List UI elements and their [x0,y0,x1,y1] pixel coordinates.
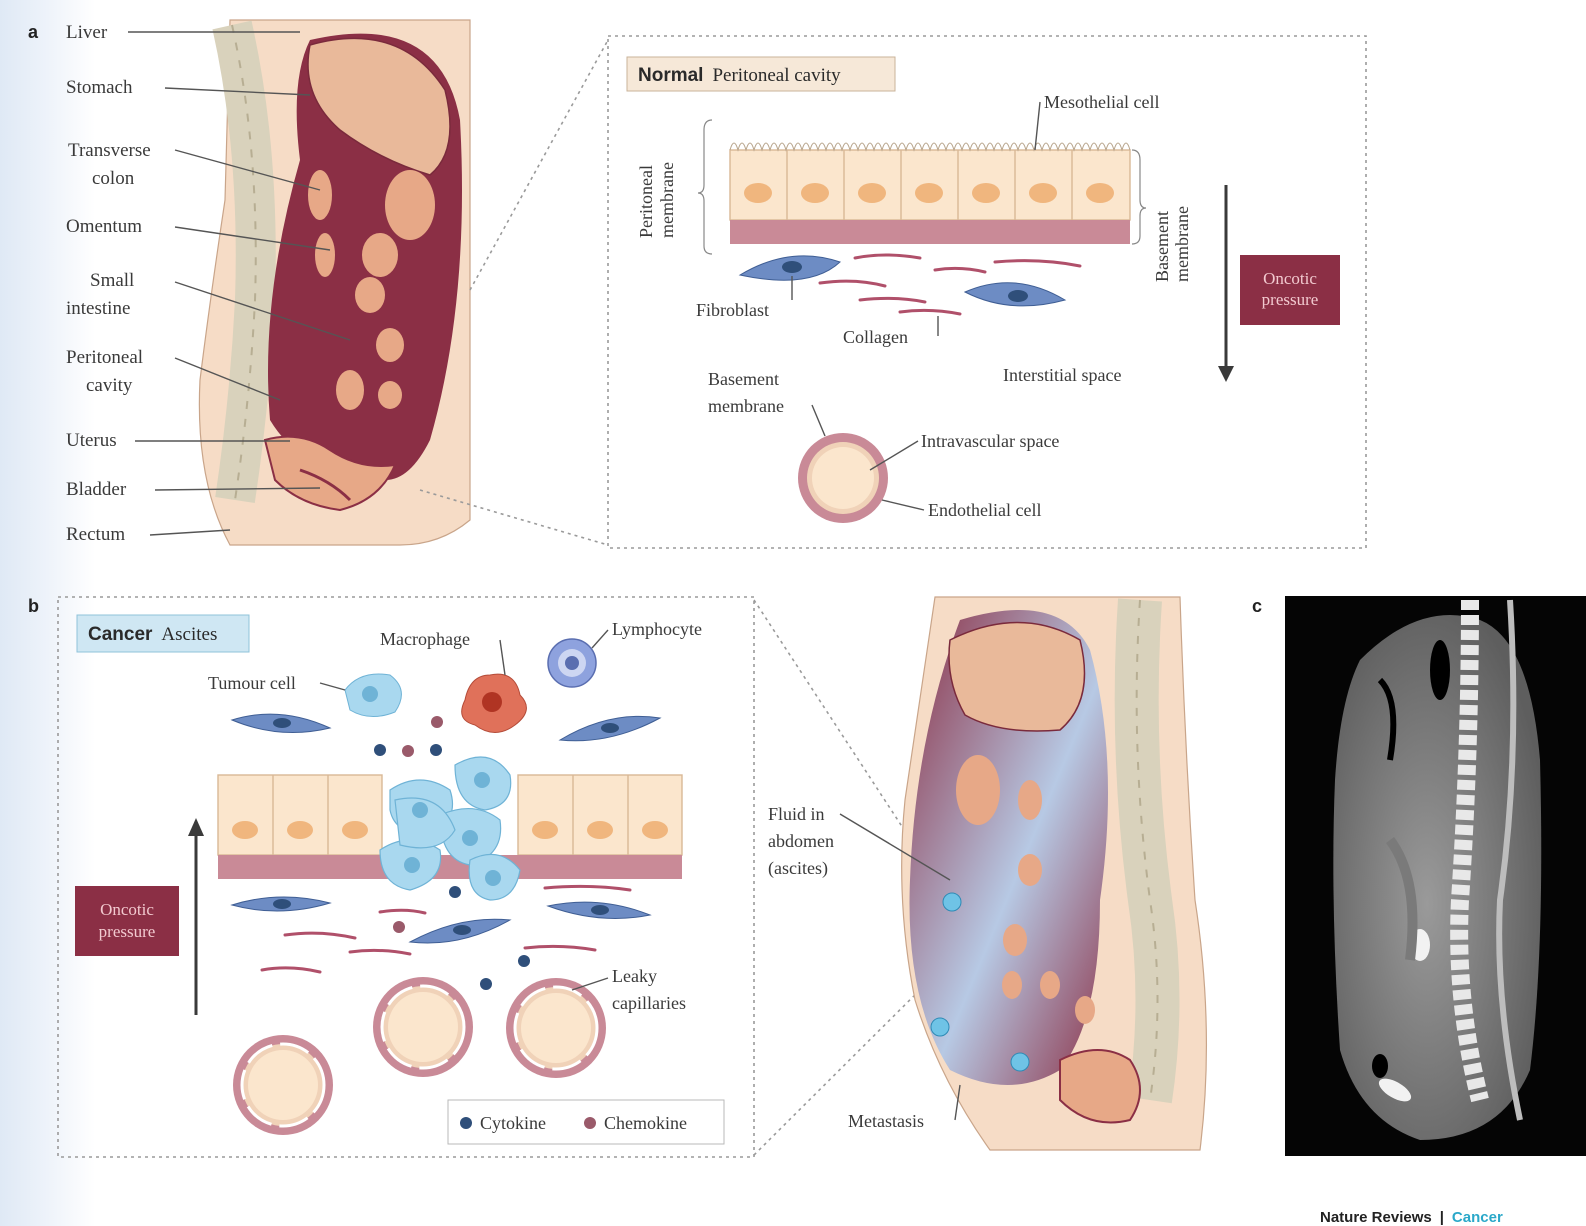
fluid-label-2: abdomen [768,831,834,851]
label-colon: colon [92,168,135,189]
metastasis-label: Metastasis [848,1111,924,1131]
label-small: Small [90,270,134,291]
leaky-capillaries-label-2: capillaries [612,993,686,1013]
panel-c-letter: c [1252,596,1262,616]
ct-scan-image [1285,596,1586,1156]
label-rectum: Rectum [66,524,125,545]
label-peritoneal: Peritoneal [66,347,143,368]
basement-membrane-label-2: membrane [708,396,784,416]
label-stomach: Stomach [66,77,133,98]
basement-membrane-bar-b [218,855,682,879]
svg-text:Oncotic: Oncotic [1263,269,1317,288]
cytokine-chemokine-legend: Cytokine Chemokine [448,1100,724,1144]
fluid-label-1: Fluid in [768,804,825,824]
macrophage-icon [462,674,527,732]
mesothelial-cell-label: Mesothelial cell [1044,92,1159,112]
macrophage-label: Macrophage [380,629,470,649]
cytokine-legend-dot [460,1117,472,1129]
panel-b-cancer-inset: Cancer Ascites Tumour cell Macrophage Ly… [58,597,754,1157]
leaky-capillaries-label-1: Leaky [612,966,657,986]
interstitial-space-label: Interstitial space [1003,365,1121,385]
panel-a-letter: a [28,22,39,42]
intravascular-space-label: Intravascular space [921,431,1059,451]
label-liver: Liver [66,22,108,43]
label-cavity: cavity [86,375,133,396]
panel-a-body-diagram [199,20,470,545]
basement-membrane-side-label-2: membrane [1172,206,1192,282]
svg-text:pressure: pressure [99,922,156,941]
svg-text:Oncotic: Oncotic [100,900,154,919]
lymphocyte-label: Lymphocyte [612,619,702,639]
basement-membrane-side-label-1: Basement [1152,211,1172,282]
peritoneal-membrane-label-1: Peritoneal [636,165,656,238]
label-omentum: Omentum [66,216,142,237]
normal-tag: Normal Peritoneal cavity [638,65,841,86]
tumour-cell-icon [345,674,401,717]
collagen-label: Collagen [843,327,908,347]
chemokine-legend-dot [584,1117,596,1129]
capillary-cross-section [798,433,888,523]
peritoneal-membrane-label-2: membrane [657,162,677,238]
legend-chemokine: Chemokine [604,1113,687,1133]
panel-b-body-diagram [902,597,1207,1150]
oncotic-pressure-box-b [75,886,179,956]
mesothelial-cell-row [730,143,1130,220]
basement-membrane-bar [730,220,1130,244]
panel-a-normal-inset: Normal Peritoneal cavity [608,36,1366,548]
basement-membrane-label-1: Basement [708,369,779,389]
label-uterus: Uterus [66,430,117,451]
legend-cytokine: Cytokine [480,1113,546,1133]
fibroblast-label: Fibroblast [696,300,769,320]
panel-b-letter: b [28,596,39,616]
label-bladder: Bladder [66,479,127,500]
lymphocyte-icon [548,639,596,687]
label-transverse: Transverse [68,140,151,161]
fluid-label-3: (ascites) [768,858,828,879]
endothelial-cell-label: Endothelial cell [928,500,1041,520]
label-intestine: intestine [66,298,130,319]
svg-text:pressure: pressure [1262,290,1319,309]
journal-credit: Nature Reviews | Cancer [1320,1209,1503,1226]
cancer-tag: Cancer Ascites [88,624,217,645]
tumour-cell-label: Tumour cell [208,673,296,693]
